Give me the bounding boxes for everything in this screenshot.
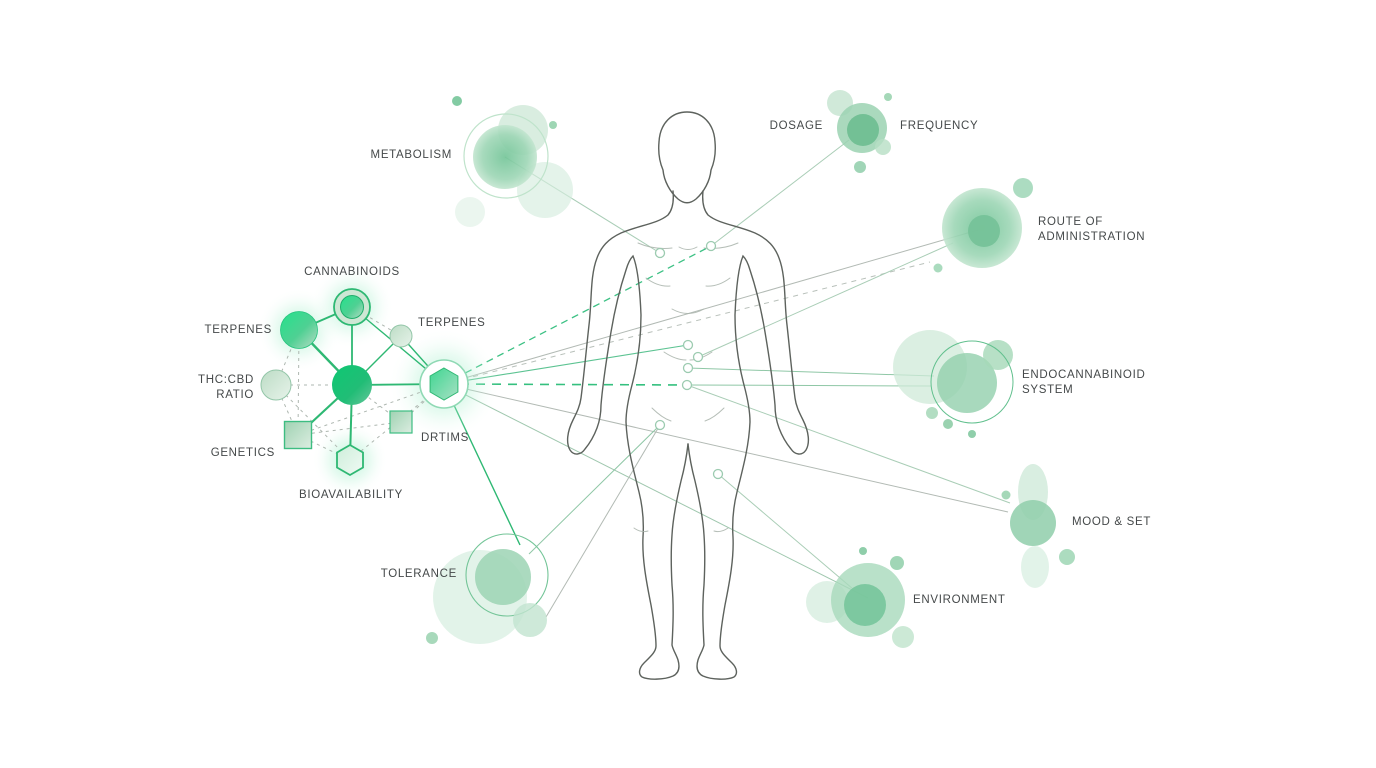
genetics-node — [283, 420, 313, 450]
tolerance-node — [426, 533, 549, 644]
dosage-label: DOSAGE — [769, 120, 823, 132]
bioavailability-node — [336, 443, 364, 477]
bioavailability-label: BIOAVAILABILITY — [299, 489, 403, 501]
route-of-administration-node — [933, 178, 1033, 273]
drtims-label: DRTIMS — [421, 432, 470, 444]
hub-node — [419, 359, 469, 409]
body-anchor-points — [654, 240, 724, 480]
node-connector-lines — [504, 139, 1011, 618]
human-figure-outline-icon — [566, 111, 810, 680]
hub-fan-lines — [443, 229, 1009, 599]
terpenes-right-node — [389, 324, 413, 348]
anchor-abdomen-4 — [681, 379, 693, 391]
cannabinoids-node — [333, 288, 371, 326]
drtims-node — [389, 410, 413, 434]
thc-cbd-ratio-label: THC:CBD RATIO — [198, 374, 254, 401]
factor-network-cluster — [257, 265, 500, 498]
genetics-label: GENETICS — [210, 447, 275, 459]
anchor-leg-right — [712, 468, 724, 480]
thc-cbd-ratio-node — [260, 369, 292, 401]
route-of-administration-label: ROUTE OF ADMINISTRATION — [1038, 216, 1146, 243]
tolerance-label: TOLERANCE — [380, 568, 457, 580]
body-detail-lines — [633, 242, 739, 533]
environment-node — [806, 547, 914, 648]
frequency-label: FREQUENCY — [900, 120, 979, 132]
dosage-frequency-node — [827, 90, 892, 173]
mood-and-set-node — [1001, 464, 1075, 588]
anchor-abdomen-2 — [692, 351, 704, 363]
metabolism-label: METABOLISM — [370, 149, 452, 161]
anchor-hip-left — [654, 419, 666, 431]
anchor-chest-left — [654, 247, 666, 259]
metabolism-node — [452, 96, 573, 227]
endocannabinoid-system-node — [893, 330, 1014, 438]
terpenes-left-node — [280, 311, 318, 349]
endocannabinoid-system-label: ENDOCANNABINOID SYSTEM — [1022, 369, 1146, 396]
mood-and-set-label: MOOD & SET — [1072, 516, 1152, 528]
terpenes-left-label: TERPENES — [204, 324, 272, 336]
cannabinoids-label: CANNABINOIDS — [304, 266, 400, 278]
anchor-abdomen-3 — [682, 362, 694, 374]
terpenes-right-label: TERPENES — [418, 317, 486, 329]
central-node — [332, 365, 372, 405]
environment-label: ENVIRONMENT — [913, 594, 1006, 606]
anchor-chest-right — [705, 240, 717, 252]
anchor-abdomen-1 — [682, 339, 694, 351]
